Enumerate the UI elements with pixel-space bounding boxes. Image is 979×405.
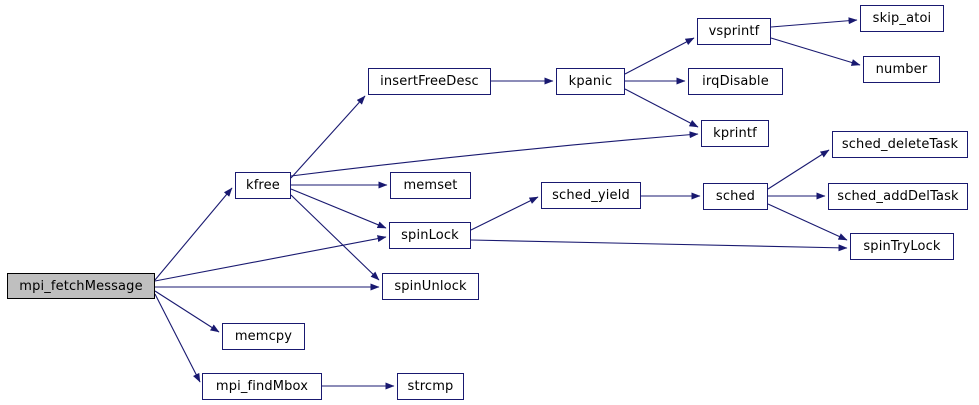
node-label-mpi_findMbox: mpi_findMbox <box>215 379 309 394</box>
node-number[interactable]: number <box>863 56 940 83</box>
node-label-memset: memset <box>403 178 458 193</box>
node-sched_deleteTask[interactable]: sched_deleteTask <box>832 131 968 158</box>
node-label-insertFreeDesc: insertFreeDesc <box>380 74 479 89</box>
node-memset[interactable]: memset <box>390 172 471 199</box>
node-label-kpanic: kpanic <box>568 74 613 89</box>
node-sched_yield[interactable]: sched_yield <box>541 182 641 209</box>
node-label-sched_addDelTask: sched_addDelTask <box>837 189 959 204</box>
edge-mpi_fetchMessage-to-mpi_findMbox <box>154 293 201 383</box>
node-label-skip_atoi: skip_atoi <box>872 11 932 26</box>
edge-mpi_fetchMessage-to-kfree <box>154 187 233 281</box>
node-insertFreeDesc[interactable]: insertFreeDesc <box>368 68 491 95</box>
node-kpanic[interactable]: kpanic <box>556 68 625 95</box>
edge-spinLock-to-spinTryLock <box>470 239 848 252</box>
node-memcpy[interactable]: memcpy <box>222 323 305 350</box>
node-irqDisable[interactable]: irqDisable <box>688 68 783 95</box>
node-label-kprintf: kprintf <box>713 126 757 141</box>
node-spinTryLock[interactable]: spinTryLock <box>850 233 954 260</box>
node-label-sched: sched <box>715 189 756 204</box>
node-vsprintf[interactable]: vsprintf <box>697 18 771 45</box>
node-label-sched_deleteTask: sched_deleteTask <box>841 137 959 152</box>
edge-kfree-to-spinUnlock <box>290 194 380 281</box>
node-label-strcmp: strcmp <box>407 379 454 394</box>
node-label-vsprintf: vsprintf <box>708 24 760 39</box>
edge-mpi_fetchMessage-to-memcpy <box>154 290 220 333</box>
node-label-spinUnlock: spinUnlock <box>394 279 467 294</box>
edge-kfree-to-kprintf <box>290 131 699 177</box>
edge-vsprintf-to-skip_atoi <box>770 17 858 28</box>
node-label-spinLock: spinLock <box>401 228 459 243</box>
node-label-kfree: kfree <box>246 178 280 193</box>
node-spinLock[interactable]: spinLock <box>389 222 471 249</box>
edge-kfree-to-insertFreeDesc <box>290 95 366 179</box>
node-strcmp[interactable]: strcmp <box>397 373 464 400</box>
node-kfree[interactable]: kfree <box>235 172 291 199</box>
node-mpi_fetchMessage[interactable]: mpi_fetchMessage <box>7 273 155 299</box>
node-kprintf[interactable]: kprintf <box>701 120 769 147</box>
edge-mpi_fetchMessage-to-spinLock <box>154 235 387 282</box>
edge-vsprintf-to-number <box>770 37 861 66</box>
node-label-spinTryLock: spinTryLock <box>863 239 941 254</box>
node-spinUnlock[interactable]: spinUnlock <box>382 273 479 300</box>
edge-spinLock-to-sched_yield <box>470 196 539 231</box>
edge-sched-to-sched_deleteTask <box>767 149 830 190</box>
node-mpi_findMbox[interactable]: mpi_findMbox <box>202 373 322 400</box>
node-label-mpi_fetchMessage: mpi_fetchMessage <box>19 278 143 294</box>
node-sched_addDelTask[interactable]: sched_addDelTask <box>828 183 968 210</box>
node-label-irqDisable: irqDisable <box>702 74 769 89</box>
edge-kfree-to-spinLock <box>290 188 387 229</box>
node-label-memcpy: memcpy <box>234 329 293 344</box>
node-skip_atoi[interactable]: skip_atoi <box>860 5 944 32</box>
node-sched[interactable]: sched <box>703 183 768 210</box>
node-label-number: number <box>875 62 928 77</box>
edge-kpanic-to-vsprintf <box>624 37 695 75</box>
node-label-sched_yield: sched_yield <box>552 188 630 203</box>
